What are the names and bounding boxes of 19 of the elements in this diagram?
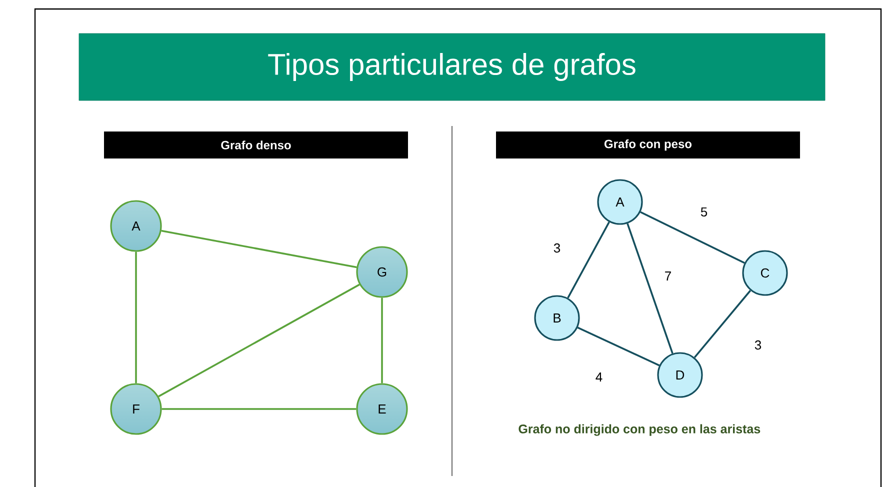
- edge-line: [626, 223, 674, 354]
- edge-line: [158, 284, 360, 398]
- edge-label: 3: [753, 339, 763, 351]
- edge-line: [577, 326, 660, 366]
- edge-label: 7: [663, 270, 673, 282]
- edge-label: 5: [699, 206, 709, 218]
- edge-line: [640, 211, 745, 264]
- edge-line: [162, 408, 356, 410]
- edge-line: [161, 230, 357, 268]
- edge-label: 3: [552, 242, 562, 254]
- title-banner: Tipos particulares de grafos: [78, 33, 826, 101]
- caption: Grafo no dirigido con peso en las aristas: [518, 424, 760, 436]
- edge-label: 4: [594, 372, 604, 382]
- edge-line: [135, 252, 137, 384]
- section-header: Grafo con peso: [496, 132, 800, 158]
- edge-line: [567, 222, 610, 298]
- section-header: Grafo denso: [104, 132, 408, 158]
- edge-line: [694, 290, 752, 358]
- edge-line: [381, 298, 383, 384]
